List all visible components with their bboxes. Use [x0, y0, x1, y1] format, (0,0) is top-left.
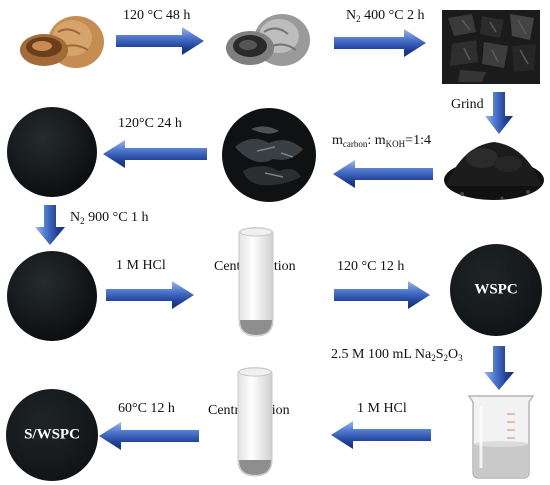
- arrow-down-icon: [484, 346, 514, 390]
- step-label-dry-2: 120°C 24 h: [118, 116, 182, 131]
- wspc-disc: WSPC: [450, 244, 542, 336]
- step-label-dry-4: 60°C 12 h: [118, 401, 175, 416]
- s-wspc-label: S/WSPC: [24, 426, 80, 443]
- step-label-activation: N2 900 °C 1 h: [70, 210, 149, 226]
- walnut-icon: [20, 16, 104, 68]
- charred-walnut-icon: [226, 14, 310, 66]
- centrifuge-tube-icon: [237, 367, 273, 477]
- step-label-dry-3: 120 °C 12 h: [337, 259, 405, 274]
- step-label-pyrolysis: N2 400 °C 2 h: [346, 8, 425, 24]
- carbon-disc-icon: [7, 251, 97, 341]
- step-label-grind: Grind: [451, 97, 484, 112]
- arrow-down-icon: [35, 205, 65, 245]
- carbon-pieces-icon: [442, 10, 540, 84]
- centrifuge-tube-icon: [238, 227, 274, 337]
- arrow-right-icon: [334, 29, 426, 57]
- arrow-right-icon: [334, 281, 430, 309]
- wspc-label: WSPC: [474, 281, 518, 298]
- carbon-mixture-disc-icon: [222, 108, 316, 202]
- beaker-icon: [467, 395, 535, 479]
- arrow-left-icon: [99, 422, 199, 450]
- arrow-left-icon: [103, 140, 207, 168]
- arrow-right-icon: [106, 281, 194, 309]
- step-label-koh-ratio: mcarbon: mKOH=1:4: [332, 133, 431, 149]
- arrow-down-icon: [485, 92, 513, 134]
- step-label-dry: 120 °C 48 h: [123, 8, 191, 23]
- arrow-left-icon: [333, 160, 433, 188]
- carbon-powder-icon: [444, 142, 544, 200]
- arrow-left-icon: [331, 421, 431, 449]
- carbon-disc-icon: [7, 107, 97, 197]
- step-label-acid-wash-2: 1 M HCl: [357, 401, 407, 416]
- step-label-thiosulfate: 2.5 M 100 mL Na2S2O3: [331, 347, 463, 363]
- s-wspc-disc: S/WSPC: [6, 389, 98, 481]
- arrow-right-icon: [116, 27, 204, 55]
- step-label-acid-wash: 1 M HCl: [116, 258, 166, 273]
